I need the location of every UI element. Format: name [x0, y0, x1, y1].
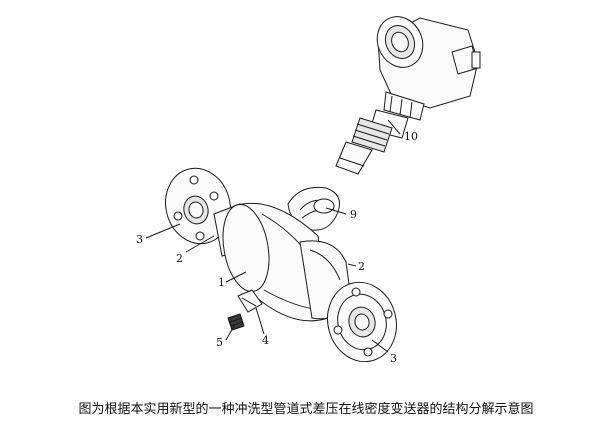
label-3-top: 3: [136, 233, 143, 246]
label-3-bottom: 3: [390, 352, 397, 365]
label-1: 1: [218, 276, 225, 289]
part-5-plug: [227, 313, 245, 331]
label-10: 10: [404, 130, 418, 143]
left-flange: [165, 167, 231, 245]
label-4: 4: [262, 334, 269, 347]
label-2-right: 2: [358, 260, 365, 273]
label-2-left: 2: [176, 252, 183, 265]
figure-caption: 图为根据本实用新型的一种冲洗型管道式差压在线密度变送器的结构分解示意图: [78, 402, 534, 417]
part-4-plate: [237, 289, 263, 313]
leader-lines: [145, 119, 401, 353]
label-9: 9: [350, 208, 357, 221]
transmitter-head: [335, 16, 481, 175]
label-5: 5: [216, 336, 223, 349]
right-flange: [327, 281, 397, 363]
